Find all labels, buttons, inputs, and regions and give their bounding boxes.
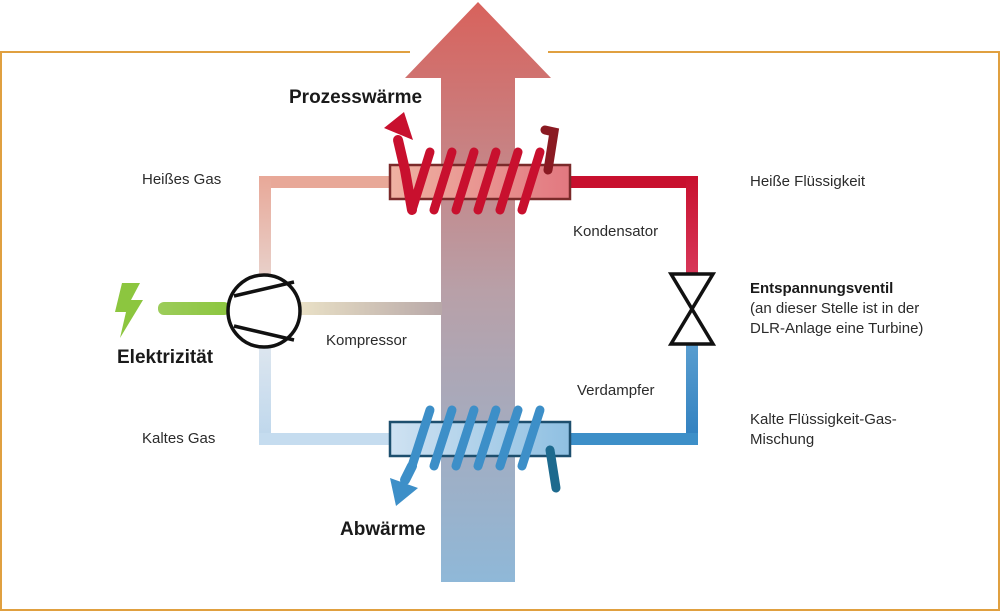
condenser-label: Kondensator: [573, 223, 659, 240]
compressor-icon: [226, 273, 302, 349]
evaporator: [388, 405, 572, 506]
evaporator-label: Verdampfer: [577, 382, 655, 399]
electricity-label: Elektrizität: [117, 347, 214, 368]
waste-heat-label: Abwärme: [340, 519, 426, 540]
valve-note-line-2: DLR-Anlage eine Turbine): [750, 320, 924, 337]
cold-mixture-line-2: Mischung: [750, 431, 815, 448]
hot-gas-label: Heißes Gas: [142, 171, 222, 188]
cold-mixture-line-1: Kalte Flüssigkeit-Gas-: [750, 411, 897, 428]
refrigerant-loop: [259, 176, 698, 445]
expansion-valve-icon: [667, 272, 717, 346]
compressor-label: Kompressor: [326, 332, 407, 349]
lightning-bolt-icon: [115, 283, 143, 338]
process-heat-label: Prozesswärme: [289, 87, 423, 108]
heat-flow-arrow: [405, 2, 551, 582]
expansion-valve-label: Entspannungsventil: [750, 280, 894, 297]
outer-frame: [0, 51, 1000, 611]
valve-note-line-1: (an dieser Stelle ist in der: [750, 300, 920, 317]
condenser: [384, 112, 572, 215]
hot-liquid-label: Heiße Flüssigkeit: [750, 173, 866, 190]
compressor-shaft: [292, 302, 442, 315]
electricity-line: [158, 302, 230, 315]
cold-gas-label: Kaltes Gas: [142, 430, 216, 447]
